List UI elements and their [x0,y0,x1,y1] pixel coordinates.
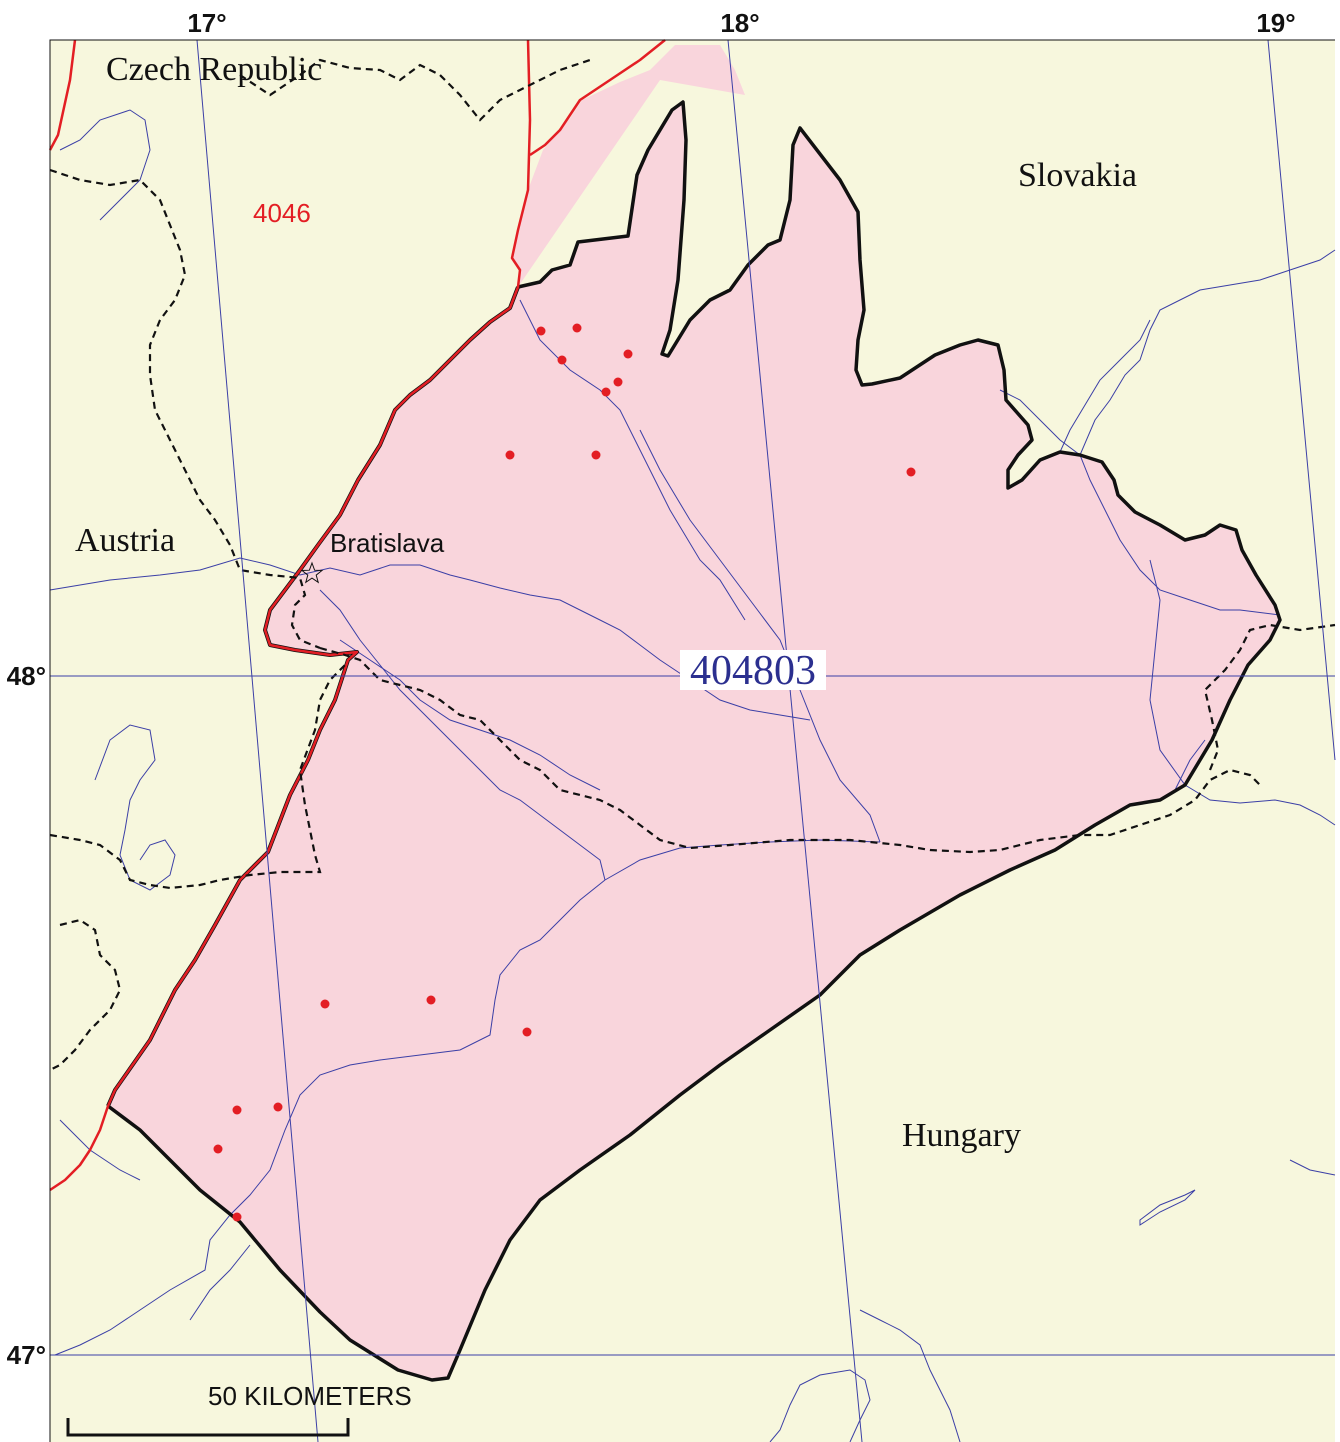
sample-point [572,323,582,333]
province-label-background [680,650,826,690]
province-404803-area [108,45,1280,1380]
country-label-hungary: Hungary [902,1117,1021,1154]
province-label-404803: 404803 [690,648,816,694]
longitude-label-18: 18° [720,8,759,38]
scale-bar [66,1418,350,1437]
country-label-slovakia: Slovakia [1018,157,1137,194]
city-label-bratislava: Bratislava [330,528,445,558]
sample-point [426,995,436,1005]
meridian-18 [727,39,863,1442]
sample-point [536,326,546,336]
sample-point [232,1105,242,1115]
capital-star-icon [300,561,324,584]
sample-point [613,377,623,387]
sample-point [601,387,611,397]
longitude-label-17: 17° [187,8,226,38]
region-boundary [48,39,666,1192]
map-frame [49,39,1335,1442]
sample-points [213,323,916,1222]
sample-point [591,450,601,460]
sample-point [273,1102,283,1112]
country-label-austria: Austria [75,522,175,559]
sample-point [320,999,330,1009]
sample-point [557,355,567,365]
sample-point [213,1144,223,1154]
scale-bar-label: 50 KILOMETERS [208,1381,412,1411]
region-label-4046: 4046 [253,198,311,228]
longitude-label-19: 19° [1256,8,1295,38]
sample-point [505,450,515,460]
latitude-label-47: 47° [7,1340,46,1370]
sample-point [522,1027,532,1037]
meridian-17 [196,39,319,1442]
meridian-19 [1267,39,1336,761]
province-border [106,100,1282,1382]
country-label-czech-republic: Czech Republic [106,51,322,88]
latitude-label-48: 48° [7,661,46,691]
sample-point [623,349,633,359]
sample-point [906,467,916,477]
national-borders [49,58,1336,1071]
sample-point [232,1212,242,1222]
